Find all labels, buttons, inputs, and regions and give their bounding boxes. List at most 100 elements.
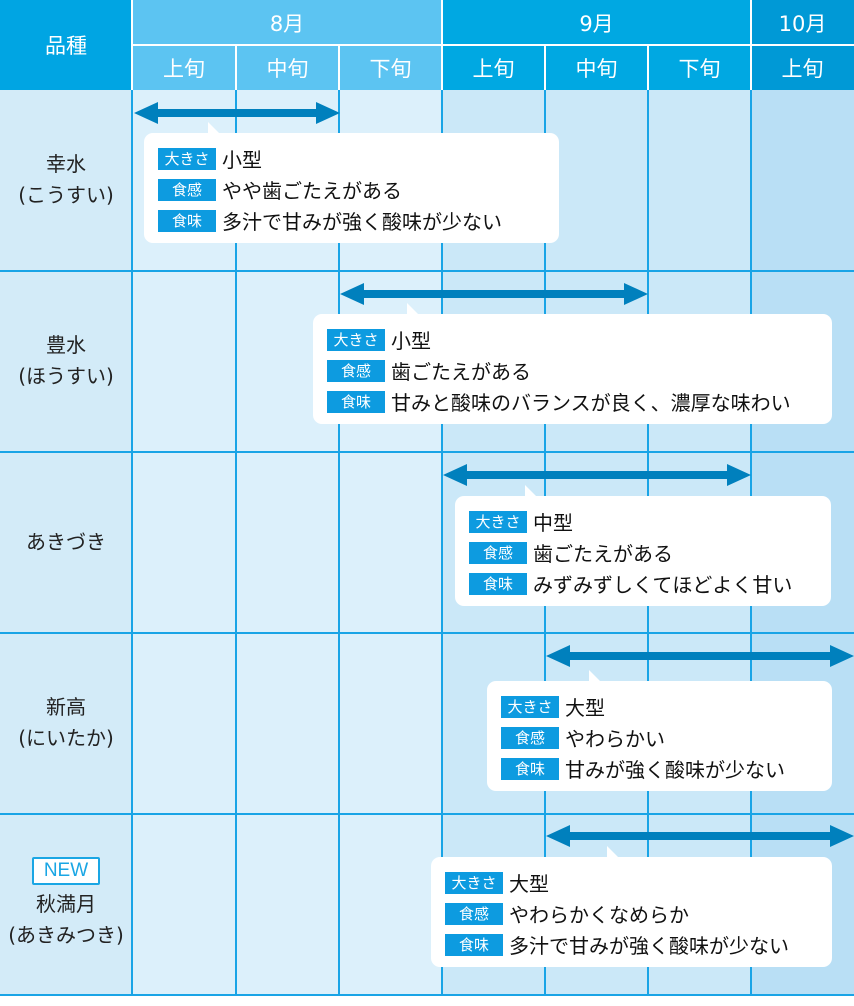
tag-texture: 食感 <box>445 902 503 925</box>
taste-value: 甘みが強く酸味が少ない <box>565 758 785 782</box>
variety-name: 新高 <box>46 695 86 719</box>
size-value: 大型 <box>565 696 605 720</box>
info-bubble-kosui: 大きさ小型 食感やや歯ごたえがある 食味多汁で甘みが強く酸味が少ない <box>144 122 559 243</box>
taste-value: みずみずしくてほどよく甘い <box>533 573 793 597</box>
info-taste: 食味多汁で甘みが強く酸味が少ない <box>158 205 545 236</box>
info-size: 大きさ大型 <box>445 867 818 898</box>
header-divider <box>647 45 649 90</box>
tag-size: 大きさ <box>469 510 527 533</box>
period-label: 上旬 <box>472 56 515 81</box>
month-label: 8月 <box>269 11 305 36</box>
info-taste: 食味多汁で甘みが強く酸味が少ない <box>445 929 818 960</box>
season-arrow-icon <box>546 825 854 847</box>
texture-value: やや歯ごたえがある <box>222 179 402 203</box>
variety-name: 幸水 <box>46 152 86 176</box>
info-bubble-niitaka: 大きさ大型 食感やわらかい 食味甘みが強く酸味が少ない <box>487 670 832 791</box>
header-variety-label: 品種 <box>45 34 87 58</box>
header-period: 下旬 <box>648 45 751 90</box>
info-size: 大きさ小型 <box>327 324 818 355</box>
info-size: 大きさ中型 <box>469 506 817 537</box>
header-period: 上旬 <box>751 45 854 90</box>
header-divider <box>132 44 854 46</box>
info-size: 大きさ小型 <box>158 143 545 174</box>
header-variety: 品種 <box>0 0 132 90</box>
season-arrow-icon <box>546 645 854 667</box>
variety-label-hosui: 豊水 (ほうすい) <box>0 271 132 451</box>
grid-line <box>0 270 854 272</box>
texture-value: やわらかくなめらか <box>509 903 689 927</box>
month-label: 10月 <box>778 11 827 36</box>
taste-value: 甘みと酸味のバランスが良く、濃厚な味わい <box>391 391 791 415</box>
info-bubble-akimitsuki: 大きさ大型 食感やわらかくなめらか 食味多汁で甘みが強く酸味が少ない <box>431 846 832 967</box>
variety-name: 秋満月 <box>36 892 96 916</box>
new-badge: NEW <box>31 857 101 885</box>
variety-label-akimitsuki: NEW 秋満月 (あきみつき) <box>0 814 132 994</box>
info-taste: 食味みずみずしくてほどよく甘い <box>469 568 817 599</box>
size-value: 中型 <box>533 511 573 535</box>
variety-reading: (あきみつき) <box>8 923 124 947</box>
header-month-aug: 8月 <box>132 0 442 45</box>
header-divider <box>441 0 443 90</box>
taste-value: 多汁で甘みが強く酸味が少ない <box>509 934 789 958</box>
tag-taste: 食味 <box>445 933 503 956</box>
info-texture: 食感やわらかくなめらか <box>445 898 818 929</box>
tag-texture: 食感 <box>327 359 385 382</box>
header-divider <box>235 45 237 90</box>
month-label: 9月 <box>579 11 614 36</box>
tag-texture: 食感 <box>501 726 559 749</box>
tag-size: 大きさ <box>501 695 559 718</box>
size-value: 小型 <box>222 148 262 172</box>
texture-value: 歯ごたえがある <box>533 542 673 566</box>
taste-value: 多汁で甘みが強く酸味が少ない <box>222 210 502 234</box>
info-texture: 食感やわらかい <box>501 722 818 753</box>
tag-taste: 食味 <box>469 572 527 595</box>
tag-size: 大きさ <box>327 328 385 351</box>
info-texture: 食感歯ごたえがある <box>469 537 817 568</box>
grid-line <box>441 90 443 995</box>
bubble-tail <box>407 303 419 315</box>
label-column-bg <box>0 90 132 995</box>
period-label: 中旬 <box>266 56 309 81</box>
variety-reading: (こうすい) <box>18 183 114 207</box>
info-texture: 食感歯ごたえがある <box>327 355 818 386</box>
header-divider <box>338 45 340 90</box>
info-bubble-akizuki: 大きさ中型 食感歯ごたえがある 食味みずみずしくてほどよく甘い <box>455 485 831 606</box>
tag-size: 大きさ <box>158 147 216 170</box>
variety-reading: (ほうすい) <box>18 364 114 388</box>
period-label: 下旬 <box>369 56 412 81</box>
variety-name: あきづき <box>26 529 106 554</box>
grid-line <box>0 632 854 634</box>
grid-line <box>0 451 854 453</box>
info-size: 大きさ大型 <box>501 691 818 722</box>
season-arrow-icon <box>443 464 751 486</box>
bubble-tail <box>208 122 220 134</box>
season-arrow-icon <box>134 102 340 124</box>
period-label: 下旬 <box>678 56 721 81</box>
tag-taste: 食味 <box>501 757 559 780</box>
bubble-tail <box>607 846 619 858</box>
grid-line <box>235 90 237 995</box>
header-month-sep: 9月 <box>442 0 751 45</box>
header-period: 上旬 <box>132 45 236 90</box>
variety-reading: (にいたか) <box>18 726 114 750</box>
info-texture: 食感やや歯ごたえがある <box>158 174 545 205</box>
info-bubble-hosui: 大きさ小型 食感歯ごたえがある 食味甘みと酸味のバランスが良く、濃厚な味わい <box>313 303 832 424</box>
header-divider <box>544 45 546 90</box>
bubble-tail <box>525 485 537 497</box>
period-label: 中旬 <box>575 56 618 81</box>
period-label: 上旬 <box>781 56 824 81</box>
tag-taste: 食味 <box>327 390 385 413</box>
tag-texture: 食感 <box>158 178 216 201</box>
variety-label-niitaka: 新高 (にいたか) <box>0 633 132 813</box>
variety-label-kosui: 幸水 (こうすい) <box>0 90 132 270</box>
variety-name: 豊水 <box>46 333 86 357</box>
variety-label-akizuki: あきづき <box>0 452 132 632</box>
tag-size: 大きさ <box>445 871 503 894</box>
header-period: 中旬 <box>545 45 648 90</box>
grid-line <box>0 813 854 815</box>
header-period: 上旬 <box>442 45 545 90</box>
header-period: 下旬 <box>339 45 442 90</box>
info-taste: 食味甘みが強く酸味が少ない <box>501 753 818 784</box>
season-arrow-icon <box>340 283 648 305</box>
texture-value: やわらかい <box>565 727 665 751</box>
